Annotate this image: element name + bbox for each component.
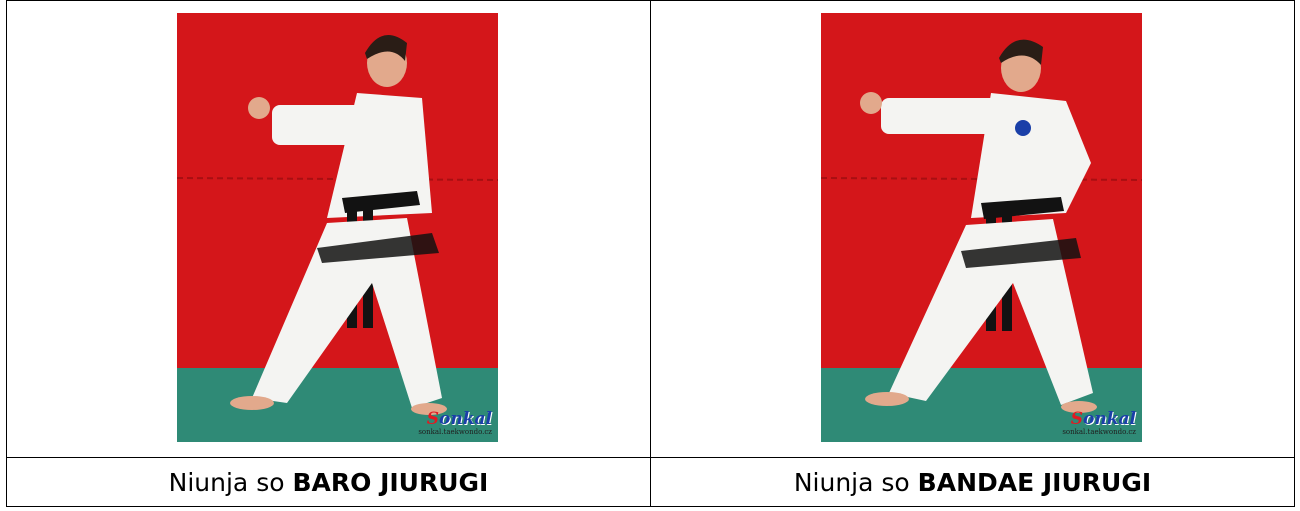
photo-illustration <box>177 13 498 442</box>
right-photo-cell: Sonkal sonkal.taekwondo.cz <box>650 0 1295 458</box>
bandae-jiurugi-caption: Niunja so BANDAE JIURUGI <box>794 468 1151 497</box>
photo-row: Sonkal sonkal.taekwondo.cz <box>6 0 1295 458</box>
sonkal-logo: Sonkal sonkal.taekwondo.cz <box>418 410 492 437</box>
left-caption-cell: Niunja so BARO JIURUGI <box>6 457 651 507</box>
caption-technique: BARO JIURUGI <box>292 467 489 497</box>
logo-text: onkal <box>1083 409 1136 429</box>
logo-url: sonkal.taekwondo.cz <box>418 428 492 436</box>
logo-url: sonkal.taekwondo.cz <box>1062 428 1136 436</box>
technique-table: Sonkal sonkal.taekwondo.cz <box>6 0 1295 507</box>
logo-initial: S <box>1070 409 1084 429</box>
photo-illustration <box>821 13 1142 442</box>
logo-initial: S <box>426 409 440 429</box>
caption-row: Niunja so BARO JIURUGI Niunja so BANDAE … <box>6 457 1295 507</box>
caption-prefix: Niunja so <box>168 467 293 497</box>
caption-prefix: Niunja so <box>793 467 918 497</box>
caption-technique: BANDAE JIURUGI <box>917 467 1152 497</box>
bandae-jiurugi-photo: Sonkal sonkal.taekwondo.cz <box>821 13 1142 442</box>
left-photo-cell: Sonkal sonkal.taekwondo.cz <box>6 0 651 458</box>
right-caption-cell: Niunja so BANDAE JIURUGI <box>650 457 1295 507</box>
logo-text: onkal <box>439 409 492 429</box>
baro-jiurugi-photo: Sonkal sonkal.taekwondo.cz <box>177 13 498 442</box>
baro-jiurugi-caption: Niunja so BARO JIURUGI <box>169 468 489 497</box>
sonkal-logo: Sonkal sonkal.taekwondo.cz <box>1062 410 1136 437</box>
